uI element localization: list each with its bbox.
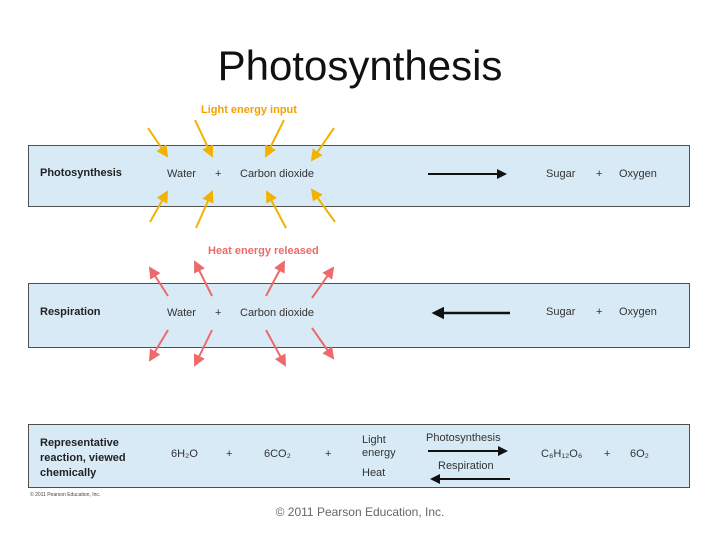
heat-energy-label: Heat energy released bbox=[208, 245, 319, 257]
light-arrow bbox=[310, 127, 335, 162]
chemical-band bbox=[28, 424, 690, 488]
respiration-carbon-dioxide: Carbon dioxide bbox=[240, 307, 314, 319]
chemical-photosynthesis-label: Photosynthesis bbox=[426, 432, 501, 444]
photosynthesis-carbon-dioxide: Carbon dioxide bbox=[240, 168, 314, 180]
chemical-oxygen: 6O₂ bbox=[630, 448, 649, 460]
respiration-row-label: Respiration bbox=[40, 306, 101, 318]
slide-title: Photosynthesis bbox=[217, 42, 503, 89]
photosynthesis-oxygen: Oxygen bbox=[619, 168, 657, 180]
heat-arrow bbox=[193, 329, 213, 367]
heat-arrow bbox=[194, 260, 213, 297]
heat-arrow bbox=[148, 329, 169, 362]
chemical-co2: 6CO₂ bbox=[264, 448, 291, 460]
chemical-sugar: C₆H₁₂O₆ bbox=[541, 448, 583, 460]
footer-copyright: © 2011 Pearson Education, Inc. bbox=[275, 505, 445, 519]
light-arrow bbox=[195, 190, 214, 229]
light-energy-label: Light energy input bbox=[201, 104, 297, 116]
photosynthesis-band bbox=[28, 145, 690, 207]
photosynthesis-sugar: Sugar bbox=[546, 168, 576, 180]
light-arrows bbox=[147, 119, 336, 229]
light-arrow bbox=[149, 190, 168, 223]
heat-arrows bbox=[148, 260, 335, 367]
light-arrow bbox=[265, 119, 285, 158]
photosynthesis-plus-2: + bbox=[596, 168, 603, 180]
chemical-water: 6H₂O bbox=[171, 448, 198, 460]
light-arrow bbox=[147, 127, 169, 158]
respiration-band bbox=[28, 283, 690, 348]
image-copyright: © 2011 Pearson Education, Inc. bbox=[30, 492, 101, 498]
chemical-plus-3: + bbox=[604, 448, 611, 460]
heat-arrow bbox=[265, 260, 285, 297]
heat-arrow bbox=[148, 266, 169, 297]
photosynthesis-plus-1: + bbox=[215, 168, 222, 180]
light-arrow bbox=[194, 119, 214, 158]
respiration-plus-1: + bbox=[215, 307, 222, 319]
heat-arrow bbox=[265, 329, 286, 367]
respiration-sugar: Sugar bbox=[546, 306, 576, 318]
respiration-water: Water bbox=[167, 307, 196, 319]
respiration-oxygen: Oxygen bbox=[619, 306, 657, 318]
photosynthesis-row-label: Photosynthesis bbox=[40, 167, 122, 179]
chemical-row-label: Representative reaction, viewed chemical… bbox=[40, 437, 126, 479]
heat-arrow bbox=[311, 266, 335, 299]
chemical-plus-1: + bbox=[226, 448, 233, 460]
chemical-respiration-label: Respiration bbox=[438, 460, 494, 472]
chemical-heat: Heat bbox=[362, 467, 386, 479]
heat-arrow bbox=[311, 327, 335, 360]
respiration-plus-2: + bbox=[596, 306, 603, 318]
photosynthesis-water: Water bbox=[167, 168, 196, 180]
chemical-light-energy: Light energy bbox=[362, 434, 396, 459]
light-arrow bbox=[310, 188, 336, 223]
chemical-plus-2: + bbox=[325, 448, 332, 460]
light-arrow bbox=[266, 190, 287, 229]
